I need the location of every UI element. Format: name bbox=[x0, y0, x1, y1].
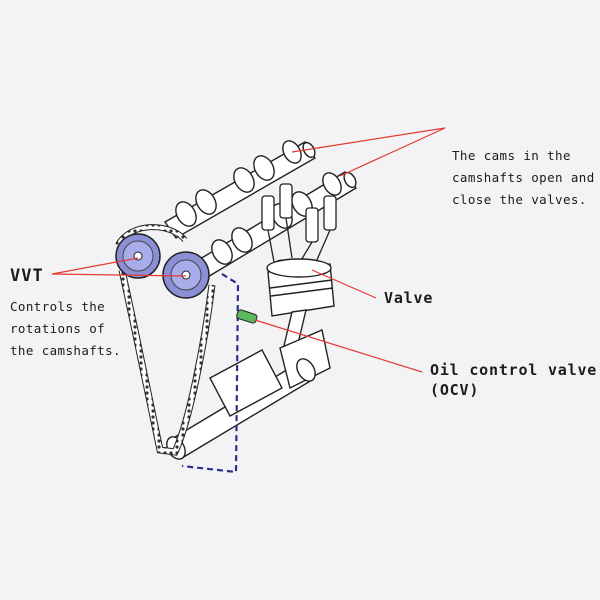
vvt-line-1: Controls the bbox=[10, 299, 106, 314]
vvt-line-2: rotations of bbox=[10, 321, 106, 336]
cams-description: The cams in the camshafts open and close… bbox=[452, 145, 595, 211]
cams-line-3: close the valves. bbox=[452, 192, 587, 207]
rear-camshaft bbox=[163, 140, 316, 239]
crankshaft bbox=[166, 329, 331, 460]
vvt-description: Controls the rotations of the camshafts. bbox=[10, 296, 121, 362]
callout-valve bbox=[311, 269, 377, 299]
piston bbox=[266, 258, 335, 317]
valve-label: Valve bbox=[384, 289, 434, 307]
vvt-line-3: the camshafts. bbox=[10, 343, 121, 358]
vvt-gear-rear bbox=[115, 233, 161, 279]
oil-control-valve bbox=[236, 309, 258, 324]
callout-vvt-front bbox=[51, 273, 187, 277]
vvt-gear-front bbox=[162, 251, 210, 299]
ocv-line-1: Oil control valve bbox=[430, 361, 598, 379]
oil-path bbox=[181, 273, 240, 474]
ocv-label: Oil control valve (OCV) bbox=[430, 360, 597, 400]
cams-line-2: camshafts open and bbox=[452, 170, 595, 185]
callout-vvt-rear bbox=[51, 257, 139, 275]
callout-cams-front bbox=[339, 127, 446, 177]
callout-lines bbox=[51, 127, 446, 373]
callout-ocv bbox=[254, 319, 423, 373]
vvt-title: VVT bbox=[10, 266, 44, 286]
timing-chain bbox=[115, 224, 216, 456]
callout-cams-rear bbox=[291, 127, 446, 153]
cams-line-1: The cams in the bbox=[452, 148, 571, 163]
ocv-line-2: (OCV) bbox=[430, 381, 480, 399]
